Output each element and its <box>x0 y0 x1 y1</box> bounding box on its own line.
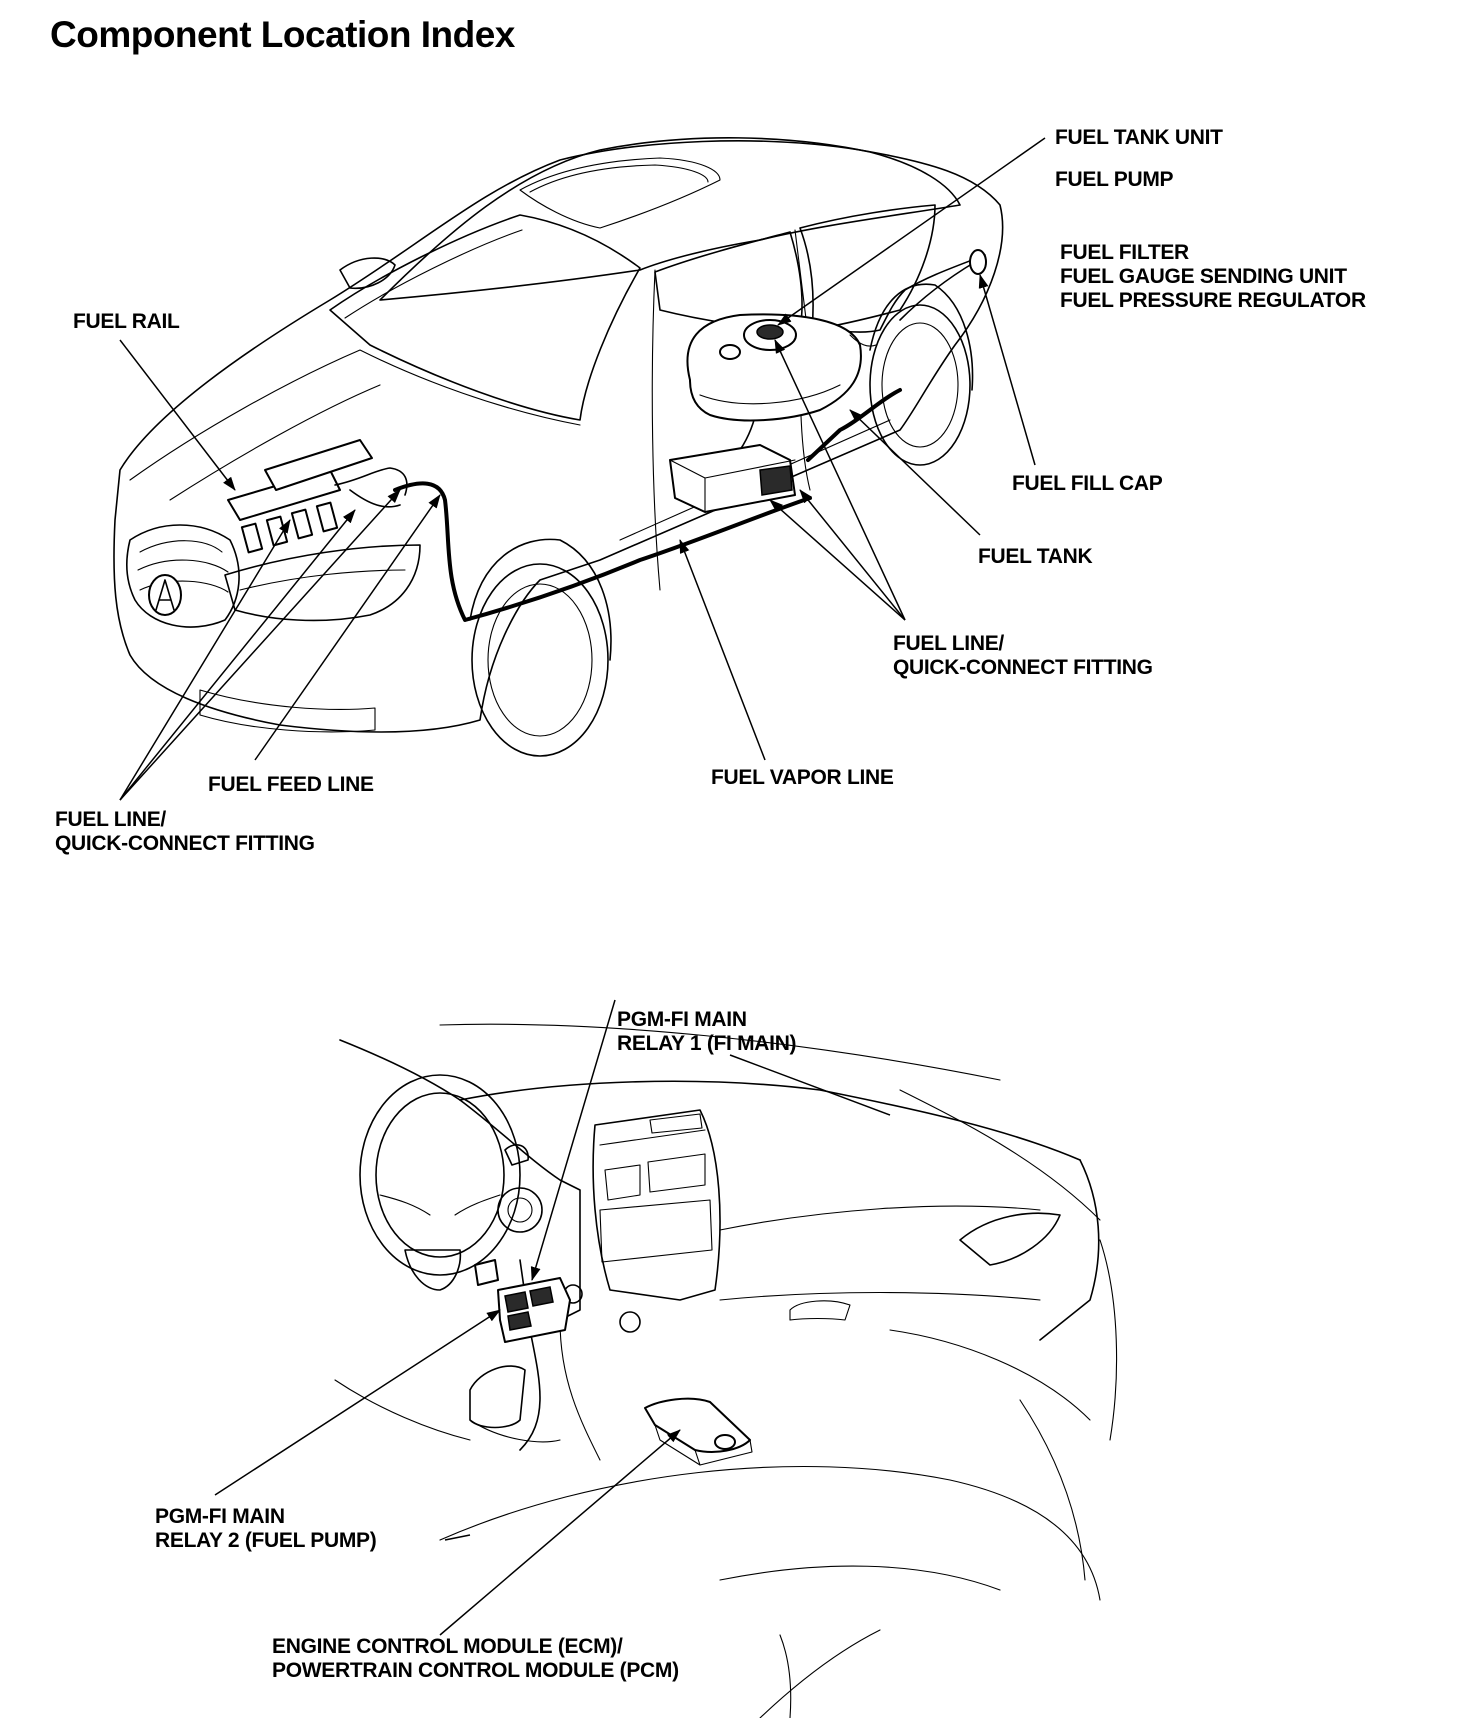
leader-relay-2-ref <box>444 1534 471 1541</box>
label-fuel-tank-unit: FUEL TANK UNIT <box>1055 126 1223 149</box>
car-door-line <box>651 269 661 591</box>
leader-fuel-line-rear-b <box>799 489 906 621</box>
label-fuel-vapor-line: FUEL VAPOR LINE <box>711 766 894 789</box>
leader-fuel-feed-line <box>254 494 441 761</box>
label-fuel-filter: FUEL FILTER <box>1060 241 1189 264</box>
leader-ecm <box>439 1429 681 1636</box>
leader-fuel-rail <box>119 339 236 491</box>
car-illustration <box>113 137 1004 757</box>
fuel-rail-component <box>227 439 408 554</box>
page-title: Component Location Index <box>50 14 515 55</box>
gauge-cluster <box>497 1187 543 1233</box>
car-headlight <box>224 544 421 622</box>
label-relay-2: PGM-FI MAIN RELAY 2 (FUEL PUMP) <box>155 1505 377 1552</box>
leader-fuel-fill-cap <box>978 274 1036 466</box>
car-sunroof <box>519 157 721 229</box>
leader-fuel-line-rear-c <box>769 499 906 621</box>
car-windshield <box>329 214 641 421</box>
relay-block-component <box>474 1259 571 1343</box>
leader-fuel-tank-unit <box>777 137 1046 326</box>
leader-fuel-tank <box>849 409 981 536</box>
label-fuel-fill-cap: FUEL FILL CAP <box>1012 472 1163 495</box>
label-fuel-feed-line: FUEL FEED LINE <box>208 773 374 796</box>
car-rear-wheel <box>869 283 974 466</box>
car-side-window-rear <box>799 204 936 331</box>
car-roof <box>379 137 961 301</box>
fuel-feed-line-path <box>393 481 812 622</box>
label-fuel-gauge-sending-unit: FUEL GAUGE SENDING UNIT <box>1060 265 1347 288</box>
leader-relay-1-to-dash <box>729 1054 891 1116</box>
car-front-wheel <box>469 538 612 757</box>
leader-relay-1 <box>530 999 616 1281</box>
label-fuel-pump: FUEL PUMP <box>1055 168 1174 191</box>
dashboard-illustration <box>334 1023 1118 1718</box>
leader-fuel-line-front-c <box>119 489 401 801</box>
ecm-module-component <box>644 1397 753 1466</box>
label-fuel-rail: FUEL RAIL <box>73 310 180 333</box>
leader-relay-2 <box>214 1309 501 1496</box>
center-stack <box>592 1109 721 1301</box>
car-side-mirror <box>339 257 396 290</box>
fuel-fill-neck-component <box>849 249 987 347</box>
passenger-vent <box>959 1212 1061 1266</box>
car-grille <box>125 524 240 628</box>
evap-canister-component <box>669 444 796 513</box>
car-hood <box>129 349 581 481</box>
label-fuel-line-front: FUEL LINE/ QUICK-CONNECT FITTING <box>55 808 315 855</box>
label-fuel-pressure-regulator: FUEL PRESSURE REGULATOR <box>1060 289 1366 312</box>
label-relay-1: PGM-FI MAIN RELAY 1 (FI MAIN) <box>617 1008 797 1055</box>
fuel-tank-component <box>686 313 862 422</box>
leader-fuel-vapor-line <box>679 539 766 761</box>
label-fuel-filter-group: FUEL FILTER FUEL GAUGE SENDING UNIT FUEL… <box>1060 241 1366 313</box>
leader-fuel-line-rear-a <box>774 339 906 621</box>
leader-fuel-line-front-b <box>119 509 356 801</box>
label-ecm-pcm: ENGINE CONTROL MODULE (ECM)/ POWERTRAIN … <box>272 1635 679 1682</box>
leader-fuel-line-front-a <box>119 519 291 801</box>
car-body-outline <box>113 140 1004 733</box>
label-fuel-line-rear: FUEL LINE/ QUICK-CONNECT FITTING <box>893 632 1153 679</box>
car-lower-bumper <box>199 689 376 733</box>
label-fuel-tank: FUEL TANK <box>978 545 1093 568</box>
steering-wheel <box>359 1074 521 1291</box>
